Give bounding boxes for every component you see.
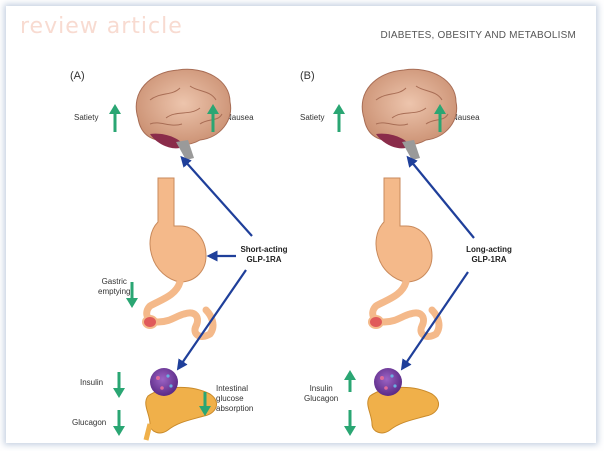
panel-a-glucagon-down-arrow-icon	[113, 410, 125, 436]
panel-b-insulin-up-arrow-icon	[344, 370, 356, 392]
panel-a-arrow-to-brain	[184, 160, 252, 236]
panel-b-pancreas	[368, 368, 439, 433]
panel-a-insulin-down-arrow-icon	[113, 372, 125, 398]
panel-a-satiety-up-arrow-icon	[109, 104, 121, 132]
panel-b-arrow-to-brain	[410, 160, 474, 238]
panel-a-brain	[136, 69, 230, 160]
panel-b-arrow-to-pancreas	[404, 272, 468, 366]
panel-a-gastric-down-arrow-icon	[126, 282, 138, 308]
panel-a-stomach	[143, 178, 213, 336]
panel-a-arrow-to-pancreas	[180, 270, 246, 366]
panel-b-satiety-up-arrow-icon	[333, 104, 345, 132]
panel-b-glucagon-down-arrow-icon	[344, 410, 356, 436]
panel-b-brain	[362, 69, 456, 160]
panel-b-stomach	[369, 178, 439, 336]
